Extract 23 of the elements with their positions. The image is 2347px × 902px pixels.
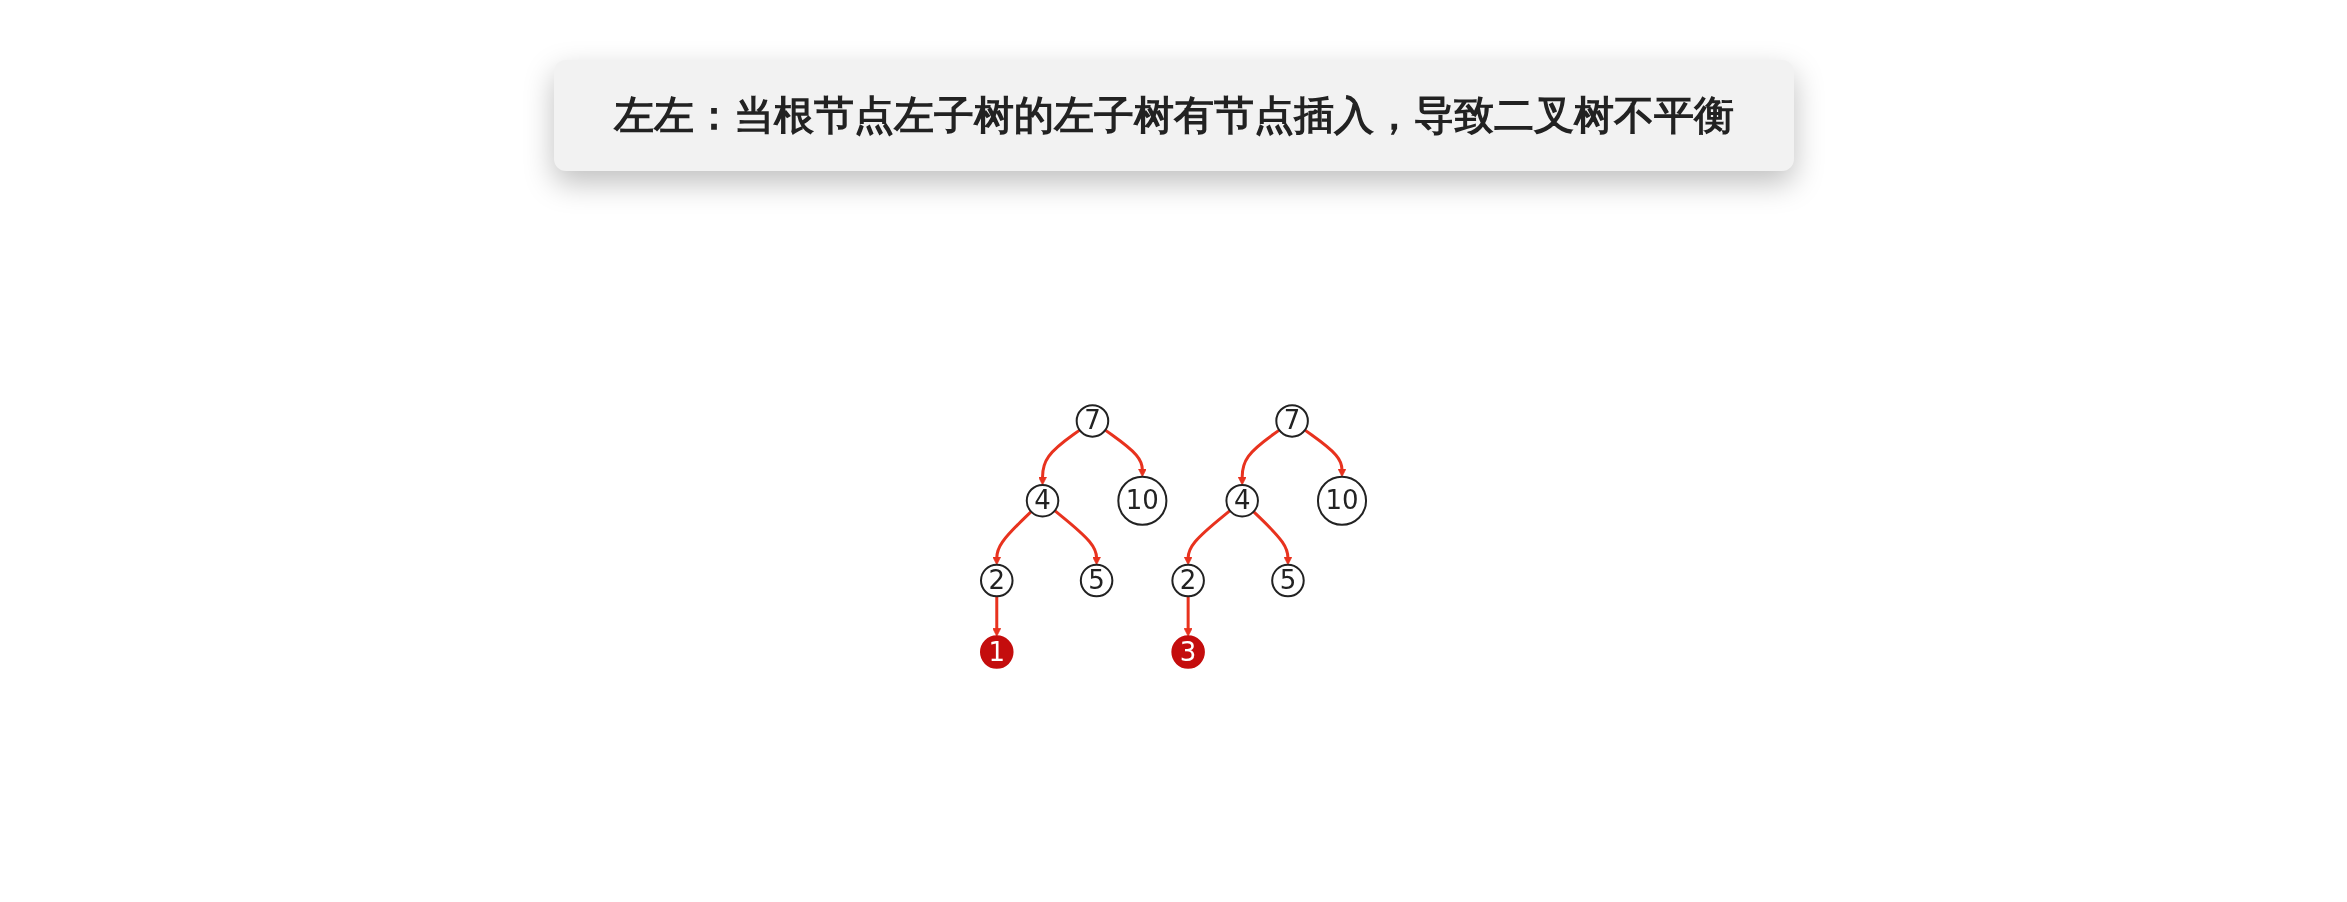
node-circle: 4: [1025, 483, 1060, 518]
arrow: [1252, 510, 1293, 566]
arrow: [1183, 509, 1231, 566]
arrow: [1183, 596, 1193, 637]
node-circle: 7: [1275, 404, 1309, 438]
node-circle: 10: [1316, 475, 1367, 526]
title: 左左：当根节点左子树的左子树有节点插入，导致二叉树不平衡: [553, 60, 1794, 171]
node-circle: 1: [979, 635, 1014, 669]
node-circle: 5: [1271, 563, 1305, 598]
arrow: [1237, 428, 1281, 486]
arrow: [1038, 428, 1081, 486]
arrow: [1304, 428, 1347, 478]
arrow: [992, 596, 1002, 637]
arrow: [992, 510, 1033, 566]
node-circle: 5: [1079, 563, 1114, 598]
node-circle: 2: [979, 563, 1014, 598]
arrow: [1104, 428, 1147, 478]
node-circle: 4: [1225, 483, 1259, 518]
arrow: [1053, 509, 1101, 566]
node-circle: 7: [1075, 404, 1110, 438]
node-circle: 2: [1171, 563, 1205, 598]
node-circle: 10: [1117, 475, 1168, 526]
node-circle: 3: [1171, 635, 1205, 669]
